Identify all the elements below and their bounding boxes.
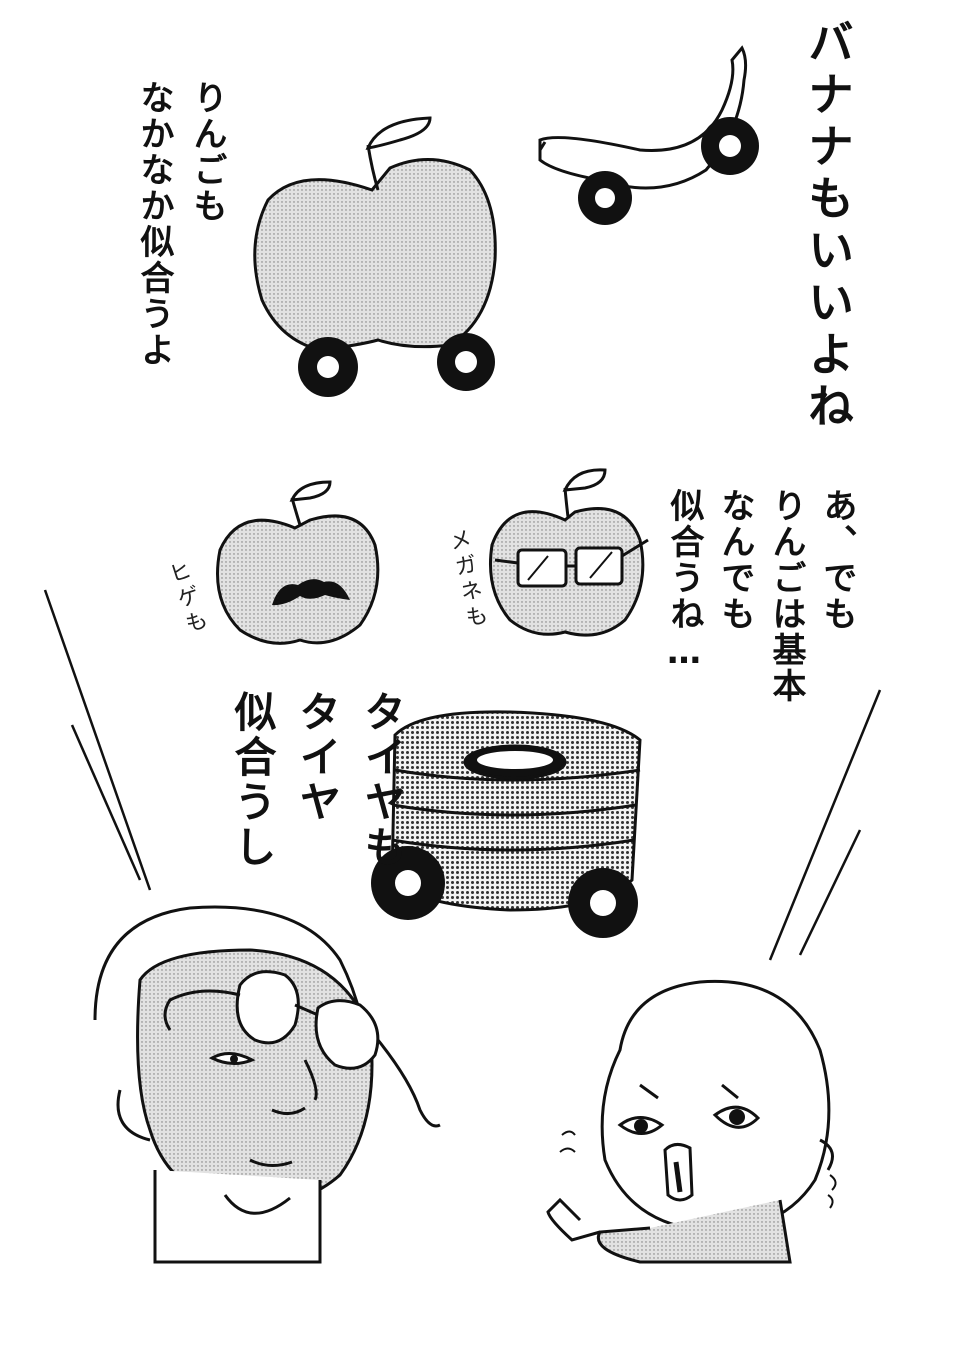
mustache-icon: [272, 579, 350, 606]
caption-basic-line-3: なんでも: [715, 488, 755, 632]
caption-basic: あ、でも りんごは基本 なんでも 似合うね…: [660, 488, 862, 704]
apple-wheel-left: [298, 337, 358, 397]
caption-basic-line-4: 似合うね…: [664, 488, 704, 674]
apple-car: [253, 116, 497, 397]
apple-mustache: [216, 480, 380, 645]
child-character: [546, 979, 837, 1264]
caption-tire-line-1: タイヤも: [358, 690, 407, 870]
caption-apple: りんごも なかなか似合うよ: [130, 80, 232, 368]
tire-wheel-left: [371, 846, 445, 920]
banana-wheel-front: [578, 171, 632, 225]
apple-glasses: [488, 468, 649, 637]
caption-tire-line-2: タイヤ: [293, 690, 342, 825]
caption-basic-line-2: りんごは基本: [766, 488, 806, 704]
caption-apple-line-2: なかなか似合うよ: [134, 80, 174, 368]
caption-banana: バナナもいいよね: [795, 18, 861, 434]
caption-tire: タイヤも タイヤ 似合うし: [222, 690, 413, 870]
caption-apple-line-1: りんごも: [187, 80, 227, 224]
banana-car: [538, 45, 759, 225]
tire-car: [371, 710, 642, 938]
tire-wheel-right: [568, 868, 638, 938]
banana-wheel-back: [701, 117, 759, 175]
caption-banana-line-1: バナナもいいよね: [801, 18, 855, 434]
mother-glasses-icon: [163, 970, 441, 1128]
mother-character: [93, 905, 441, 1264]
caption-tire-line-3: 似合うし: [228, 690, 277, 870]
speed-lines: [43, 589, 882, 961]
caption-basic-line-1: あ、でも: [817, 488, 857, 632]
glasses-icon: [494, 538, 649, 588]
apple-wheel-right: [437, 333, 495, 391]
